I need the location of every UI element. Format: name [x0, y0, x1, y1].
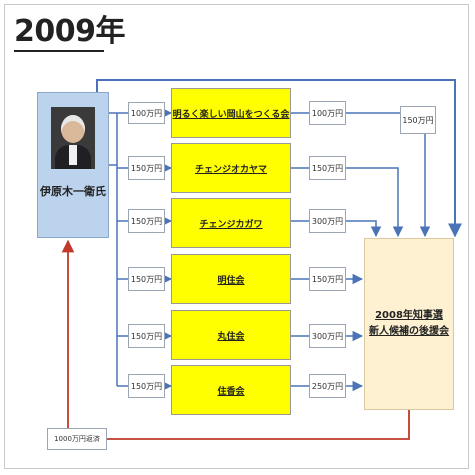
- org-box-1: 明るく楽しい岡山をつくる会: [171, 88, 291, 138]
- direct-amount: 150万円: [400, 106, 436, 134]
- org-box-5: 丸住会: [171, 310, 291, 360]
- support-group-box: 2008年知事選 新人候補の後援会: [364, 238, 454, 410]
- org-box-6: 住香会: [171, 365, 291, 415]
- in-amount-1: 100万円: [128, 102, 165, 124]
- refund-route-line: [107, 410, 410, 440]
- in-amount-3: 150万円: [128, 209, 165, 233]
- support-group-line1: 2008年知事選: [375, 310, 443, 321]
- out-amount-5: 300万円: [309, 324, 346, 348]
- refund-amount: 1000万円返済: [47, 428, 107, 450]
- support-group-line2: 新人候補の後援会: [369, 326, 449, 337]
- out-amount-1: 100万円: [309, 101, 346, 125]
- org-box-3: チェンジカガワ: [171, 198, 291, 248]
- org-box-2: チェンジオカヤマ: [171, 143, 291, 193]
- in-amount-5: 150万円: [128, 324, 165, 348]
- title-underline: [14, 50, 104, 52]
- direct-route-line: [96, 79, 462, 238]
- page-title: 2009年: [14, 14, 126, 49]
- out-amount-6: 250万円: [309, 374, 346, 398]
- in-amount-6: 150万円: [128, 374, 165, 398]
- person-box: 伊原木一衛氏: [37, 92, 109, 238]
- in-amount-4: 150万円: [128, 267, 165, 291]
- in-amount-2: 150万円: [128, 156, 165, 180]
- org-box-4: 明住会: [171, 254, 291, 304]
- out-amount-3: 300万円: [309, 209, 346, 233]
- out-amount-4: 150万円: [309, 267, 346, 291]
- out-amount-2: 150万円: [309, 156, 346, 180]
- person-photo: [51, 107, 95, 169]
- person-name: 伊原木一衛氏: [40, 185, 106, 198]
